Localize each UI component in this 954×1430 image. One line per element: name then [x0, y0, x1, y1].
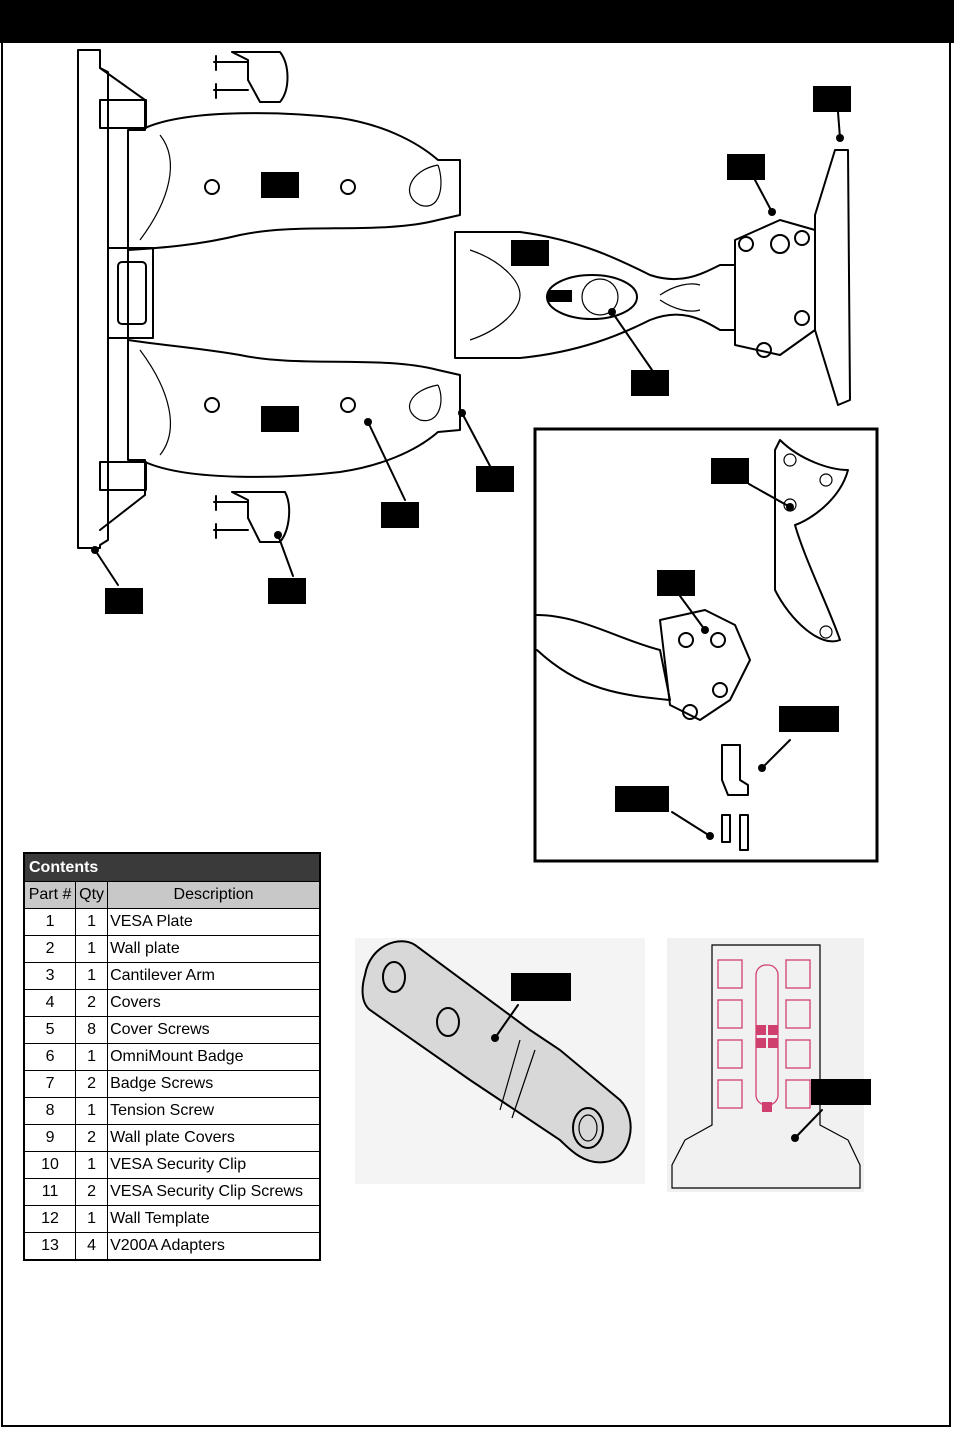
callout-tag: [657, 570, 695, 596]
cell-part: 11: [23, 1178, 77, 1206]
callout-tag: [476, 466, 514, 492]
contents-title: Contents: [23, 852, 321, 882]
wall-plate-cover-bottom-drawing: [213, 491, 291, 543]
cell-part: 3: [23, 962, 77, 990]
callout-tag: [268, 578, 306, 604]
cell-description: Wall plate: [107, 935, 321, 963]
cell-qty: 1: [75, 1205, 109, 1233]
cell-qty: 4: [75, 1232, 109, 1261]
cell-description: Badge Screws: [107, 1070, 321, 1098]
callout-tag: [631, 370, 669, 396]
cell-description: Covers: [107, 989, 321, 1017]
tilt-head-drawing: [734, 219, 816, 358]
cell-part: 1: [23, 908, 77, 936]
callout-tag: [813, 86, 851, 112]
cell-description: Tension Screw: [107, 1097, 321, 1125]
callout-tag: [511, 973, 571, 1001]
cell-qty: 1: [75, 1151, 109, 1179]
cell-part: 13: [23, 1232, 77, 1261]
cell-description: OmniMount Badge: [107, 1043, 321, 1071]
cell-description: Wall plate Covers: [107, 1124, 321, 1152]
wall-plate-cover-top-drawing: [213, 51, 289, 103]
column-header-part: Part #: [23, 881, 77, 909]
callout-tag: [779, 706, 839, 732]
cell-part: 7: [23, 1070, 77, 1098]
v200a-adapter-drawing: [355, 938, 645, 1184]
callout-tag: [261, 172, 299, 198]
cell-part: 2: [23, 935, 77, 963]
callout-tag: [511, 240, 549, 266]
vesa-plate-drawing: [814, 149, 851, 406]
callout-tag: [381, 502, 419, 528]
callout-tag: [711, 458, 749, 484]
wall-template-drawing: [667, 938, 871, 1192]
cell-qty: 2: [75, 1070, 109, 1098]
cell-qty: 2: [75, 1124, 109, 1152]
callout-tag: [261, 406, 299, 432]
column-header-qty: Qty: [75, 881, 109, 909]
cell-part: 9: [23, 1124, 77, 1152]
cell-qty: 2: [75, 989, 109, 1017]
column-header-description: Description: [107, 881, 321, 909]
cell-description: Cantilever Arm: [107, 962, 321, 990]
callout-tag: [615, 786, 669, 812]
cell-part: 8: [23, 1097, 77, 1125]
cell-qty: 2: [75, 1178, 109, 1206]
cell-qty: 1: [75, 1097, 109, 1125]
cell-description: VESA Plate: [107, 908, 321, 936]
header-bar: [0, 0, 954, 43]
cell-part: 4: [23, 989, 77, 1017]
cell-description: Wall Template: [107, 1205, 321, 1233]
cell-description: Cover Screws: [107, 1016, 321, 1044]
callout-tags-main: [91, 86, 851, 614]
callout-tag: [811, 1079, 871, 1105]
callout-tag: [727, 154, 765, 180]
wall-plate-drawing: [77, 49, 154, 549]
callout-tag: [105, 588, 143, 614]
cell-qty: 1: [75, 908, 109, 936]
cell-part: 6: [23, 1043, 77, 1071]
cell-qty: 1: [75, 962, 109, 990]
cell-part: 10: [23, 1151, 77, 1179]
cantilever-arm-drawing: [454, 231, 736, 359]
cell-description: VESA Security Clip: [107, 1151, 321, 1179]
cover-upper-drawing: [127, 112, 461, 251]
cover-lower-drawing: [127, 339, 461, 478]
cell-qty: 1: [75, 1043, 109, 1071]
cell-part: 5: [23, 1016, 77, 1044]
inset-detail-box: [533, 427, 879, 863]
cell-description: VESA Security Clip Screws: [107, 1178, 321, 1206]
cell-part: 12: [23, 1205, 77, 1233]
cell-qty: 8: [75, 1016, 109, 1044]
cell-qty: 1: [75, 935, 109, 963]
cell-description: V200A Adapters: [107, 1232, 321, 1261]
